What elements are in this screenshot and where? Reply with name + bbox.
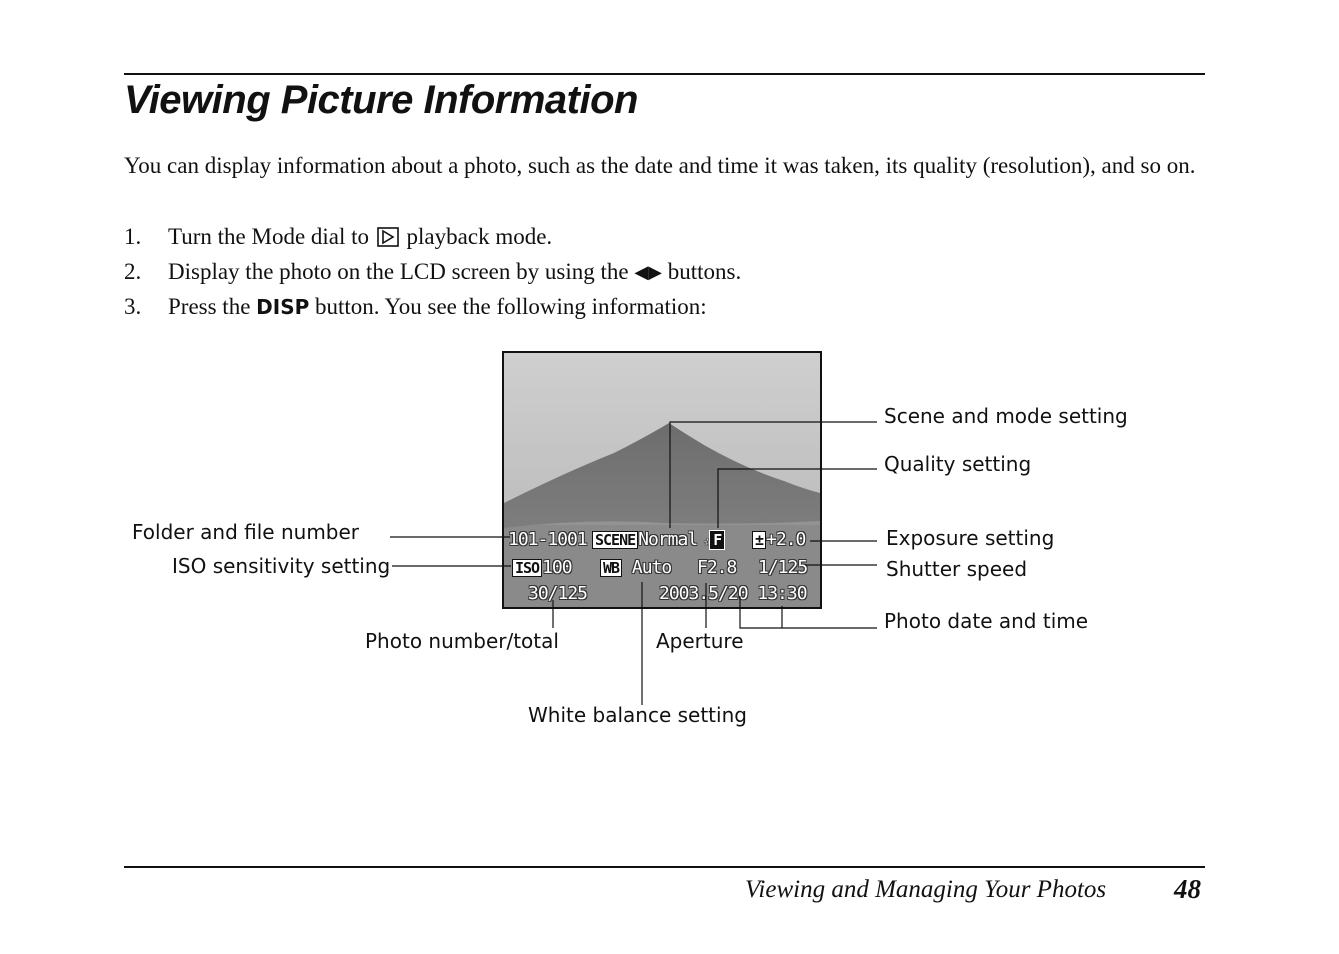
osd-wb-value: Auto	[631, 557, 672, 578]
callout-quality: Quality setting	[884, 452, 1032, 476]
osd-quality: ☆F	[704, 529, 726, 550]
step-1: 1. Turn the Mode dial to playback mode.	[124, 224, 552, 253]
step-text: Press the	[168, 294, 251, 319]
osd-shutter: 1/125	[758, 557, 808, 578]
step-2: 2. Display the photo on the LCD screen by…	[124, 259, 741, 285]
quality-badge: F	[709, 530, 726, 550]
callout-datetime: Photo date and time	[884, 609, 1089, 633]
exposure-compensation-icon: ±	[752, 531, 767, 549]
step-number: 2.	[124, 259, 142, 284]
right-arrow-icon: ▶	[648, 262, 662, 282]
osd-iso-value: 100	[542, 557, 572, 578]
osd-exposure: ±+2.0	[752, 529, 806, 550]
callout-exposure: Exposure setting	[886, 526, 1055, 550]
step-text-end: playback mode.	[406, 224, 553, 249]
callout-aperture: Aperture	[656, 629, 744, 653]
osd-aperture: F2.8	[697, 557, 737, 578]
osd-photo-count: 30/125	[528, 583, 588, 604]
star-quality-icon: ☆	[704, 534, 711, 548]
quality-leader	[717, 468, 877, 528]
osd-folder-file: 101-1001	[508, 529, 588, 550]
step-number: 1.	[124, 224, 142, 249]
callout-iso: ISO sensitivity setting	[172, 554, 391, 578]
iso-badge: ISO	[512, 559, 543, 577]
osd-exposure-value: +2.0	[766, 529, 806, 550]
left-arrow-icon: ◀	[634, 262, 649, 282]
callout-folder-file: Folder and file number	[132, 520, 360, 544]
step-text-end: buttons.	[667, 259, 742, 284]
intro-paragraph: You can display information about a phot…	[124, 153, 1196, 178]
osd-wb: WB Auto	[600, 557, 672, 578]
step-3: 3. Press the DISP button. You see the fol…	[124, 294, 707, 320]
callout-white-balance: White balance setting	[528, 703, 747, 727]
callout-scene-mode: Scene and mode setting	[884, 404, 1128, 428]
page-number: 48	[1174, 874, 1201, 904]
mountain-photo	[504, 353, 820, 607]
step-text: Display the photo on the LCD screen by u…	[168, 259, 629, 284]
osd-datetime: 2003.5/20 13:30	[659, 583, 808, 604]
top-rule	[124, 73, 1205, 75]
playback-icon	[376, 227, 399, 253]
step-text-end: button. You see the following informatio…	[315, 294, 707, 319]
bottom-rule	[124, 866, 1205, 868]
step-text: Turn the Mode dial to	[168, 224, 370, 249]
scene-mode-leader	[669, 421, 877, 528]
disp-button-label: DISP	[256, 295, 310, 319]
osd-mode: Normal	[638, 529, 698, 550]
callout-shutter: Shutter speed	[886, 557, 1028, 581]
page-title: Viewing Picture Information	[124, 78, 638, 122]
callout-photo-count: Photo number/total	[365, 629, 559, 653]
wb-badge: WB	[600, 559, 623, 577]
footer-section-title: Viewing and Managing Your Photos	[745, 876, 1107, 903]
step-number: 3.	[124, 294, 142, 319]
scene-badge: SCENE	[592, 531, 639, 549]
datetime-leader-1	[739, 596, 877, 629]
